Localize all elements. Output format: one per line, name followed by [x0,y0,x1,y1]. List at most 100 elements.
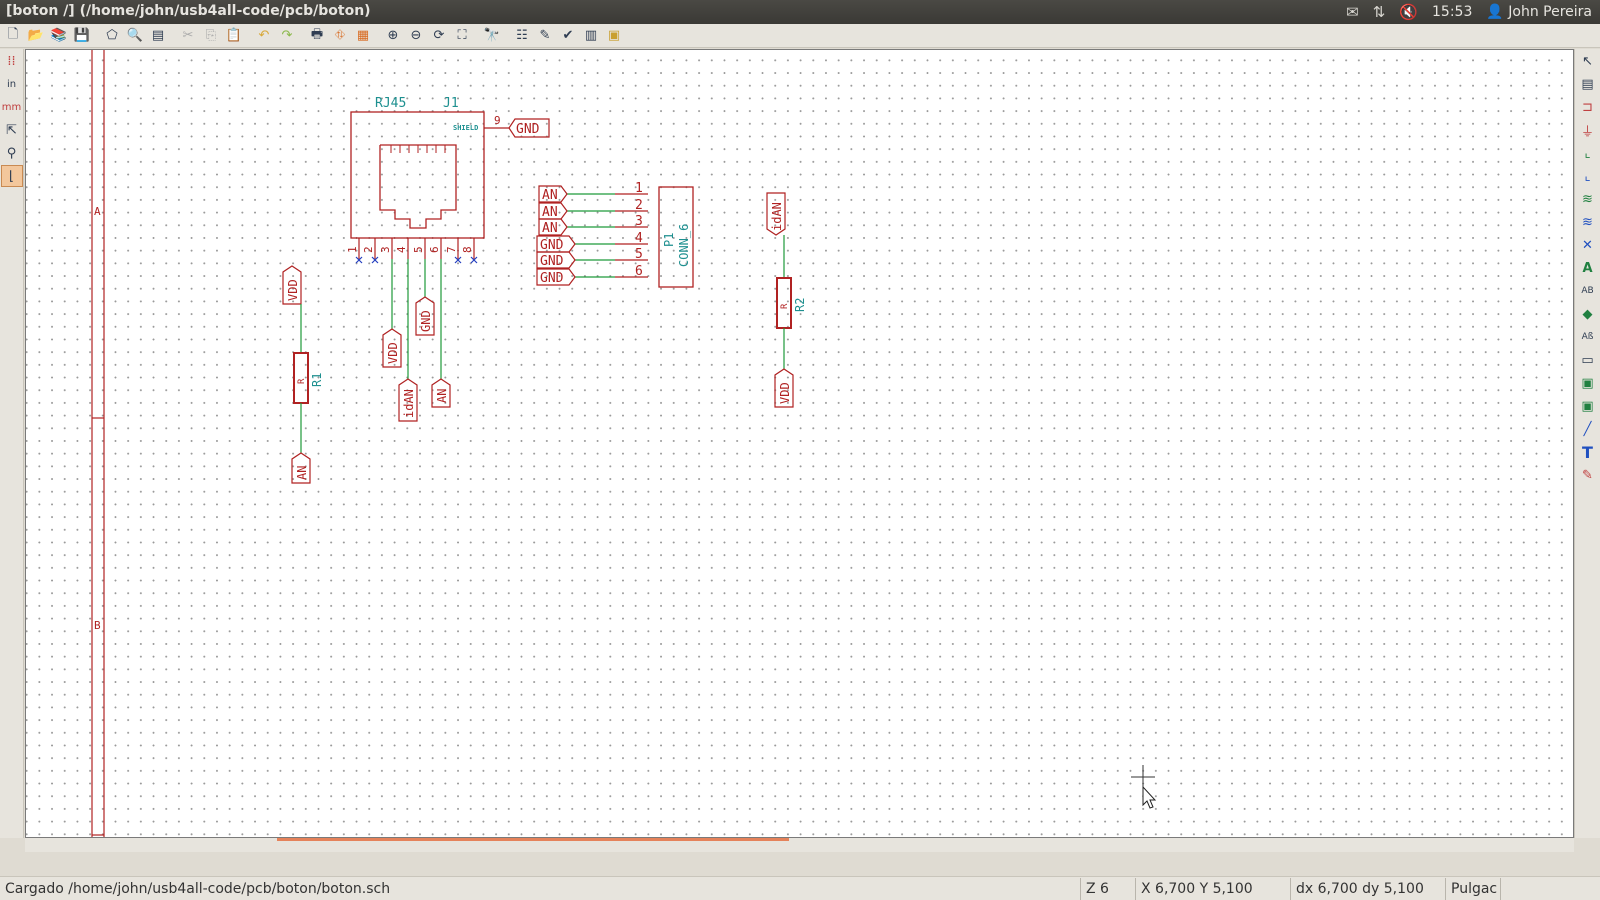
pcbnew-icon[interactable]: ▦ [356,28,370,43]
component-r1[interactable]: VDD R R1 AN [282,265,324,484]
hier-label-icon[interactable]: Aß [1581,332,1594,342]
p1-pin-4: 4 [635,231,643,246]
net-label-icon[interactable]: A [1582,260,1593,276]
component-r2[interactable]: idAN R R2 VDD [766,192,807,408]
j1-value: RJ45 [375,96,406,111]
undo-icon[interactable]: ↶ [258,28,270,43]
grid-icon[interactable]: ⁞⁞ [7,53,16,69]
netlist-icon[interactable]: ☷ [516,28,528,43]
hier-sheet-icon[interactable]: ▭ [1581,352,1594,368]
j1-pin-3: 3 [379,246,392,253]
svg-text:idAN: idAN [770,202,784,231]
j1-pin-5: 5 [412,246,425,253]
wire-entry-icon[interactable]: ≋ [1582,191,1593,207]
sheet-pin-icon[interactable]: ▣ [1581,398,1594,414]
select-icon[interactable]: ↖ [1582,53,1593,69]
hierarchy-icon[interactable]: ▤ [151,28,165,43]
svg-text:AN: AN [295,466,309,480]
p1-net-labels[interactable]: AN AN AN GND GND GND [536,185,576,286]
annotate-icon[interactable]: ✎ [539,28,551,43]
hierarchy-nav-icon[interactable]: ▤ [1581,76,1594,92]
line-icon[interactable]: ╱ [1583,421,1592,437]
find-icon[interactable]: 🔍 [126,28,144,43]
cvpcb-icon[interactable]: ▣ [607,28,621,43]
import-sheet-pin-icon[interactable]: ▣ [1581,375,1594,391]
label-vdd-j1[interactable]: VDD [382,328,402,368]
print-icon[interactable]: 🖶 [310,26,324,42]
user-menu[interactable]: 👤 John Pereira [1486,4,1592,20]
status-delta: dx 6,700 dy 5,100 [1291,877,1446,900]
svg-text:VDD: VDD [286,279,300,301]
schematic-canvas[interactable]: A B RJ45 J1 SHIELD 9 1 [25,49,1574,838]
hidden-pins-icon[interactable]: ⚲ [6,145,17,161]
add-power-icon[interactable]: ⏚ [1580,124,1594,140]
cursor-icon[interactable]: ⇱ [6,122,17,138]
units-mm-icon[interactable]: mm [1,101,22,113]
r1-value: R [297,378,307,384]
clock[interactable]: 15:53 [1432,4,1473,20]
label-vdd-r1[interactable]: VDD [282,265,302,305]
p1-label-1: AN [542,188,558,203]
svg-text:idAN: idAN [402,389,416,418]
j1-shield-pin: 9 [494,114,501,127]
zoom-fit-icon[interactable]: ⛶ [457,28,467,43]
zoom-out-icon[interactable]: ⊖ [410,28,422,43]
cut-icon[interactable]: ✂ [182,28,194,43]
component-j1[interactable]: RJ45 J1 SHIELD 9 1 2 3 [346,96,509,264]
zoom-in-icon[interactable]: ⊕ [387,28,399,43]
mail-icon[interactable]: ✉ [1346,3,1359,21]
p1-label-3: AN [542,221,558,236]
p1-pin-5: 5 [635,247,643,262]
component-p1[interactable]: P1 CONN_6 1 2 3 4 5 6 [567,181,694,288]
main-toolbar: 🗋 📂 📚 💾 ⬠ 🔍 ▤ ✂ ⎘ 📋 ↶ ↷ 🖶 ⛗ ▦ ⊕ ⊖ ⟳ ⛶ 🔭 … [0,24,1600,48]
border-label-a: A [94,205,101,218]
paste-icon[interactable]: 📋 [225,28,243,43]
wire-direction-icon[interactable]: ⌊ [0,165,23,187]
bom-icon[interactable]: ▥ [584,28,598,43]
junction-icon[interactable]: ◆ [1582,306,1593,322]
crosshair-cursor [1131,765,1157,809]
status-zoom: Z 6 [1081,877,1136,900]
bus-entry-icon[interactable]: ≋ [1582,214,1593,230]
j1-pin-1: 1 [346,246,359,253]
save-icon[interactable]: 💾 [73,28,91,43]
tools-toolbar: ↖ ▤ ⊐ ⏚ ⌞ ⌞ ≋ ≋ ✕ A AB ◆ Aß ▭ ▣ ▣ ╱ T ✎ [1574,49,1600,838]
wire-icon[interactable]: ⌞ [1584,145,1591,161]
find-item-icon[interactable]: 🔭 [483,28,501,43]
volume-muted-icon[interactable]: 🔇 [1399,3,1419,21]
open-icon[interactable]: 📂 [27,28,45,43]
j1-shield-text: SHIELD [453,124,478,132]
label-idan-j1[interactable]: idAN [398,378,418,422]
no-connect-icon[interactable]: ✕ [1582,237,1593,253]
user-name: John Pereira [1508,4,1592,20]
global-label-icon[interactable]: AB [1581,286,1594,296]
add-component-icon[interactable]: ⊐ [1582,99,1593,115]
j1-wires [391,259,442,379]
label-an-r1[interactable]: AN [291,452,311,484]
new-icon[interactable]: 🗋 [7,26,19,42]
erc-icon[interactable]: ✔ [562,28,574,43]
copy-icon[interactable]: ⎘ [205,28,217,43]
horizontal-scrollbar[interactable] [25,838,1574,852]
label-idan-r2[interactable]: idAN [766,192,786,236]
network-icon[interactable]: ⇅ [1372,3,1386,21]
units-inch-icon[interactable]: in [6,78,17,90]
delete-icon[interactable]: ✎ [1582,467,1593,483]
text-icon[interactable]: T [1582,442,1593,462]
options-toolbar: ⁞⁞ in mm ⇱ ⚲ ⌊ [0,49,24,838]
status-units: Pulgac [1446,877,1501,900]
label-vdd-r2[interactable]: VDD [774,368,794,408]
label-gnd-j1[interactable]: GND [415,296,435,336]
page-settings-icon[interactable]: ⬠ [106,28,118,43]
p1-pin-2: 2 [635,198,643,213]
library-icon[interactable]: 📚 [50,28,68,43]
bus-icon[interactable]: ⌞ [1584,168,1591,184]
scrollbar-thumb[interactable] [277,838,789,841]
status-extra [1501,878,1600,900]
label-an-j1[interactable]: AN [431,378,451,408]
zoom-redraw-icon[interactable]: ⟳ [433,28,445,43]
j1-shield-gnd-label[interactable]: GND [508,118,550,138]
plot-icon[interactable]: ⛗ [334,28,346,43]
j1-pin-6: 6 [428,246,441,253]
redo-icon[interactable]: ↷ [281,28,293,43]
